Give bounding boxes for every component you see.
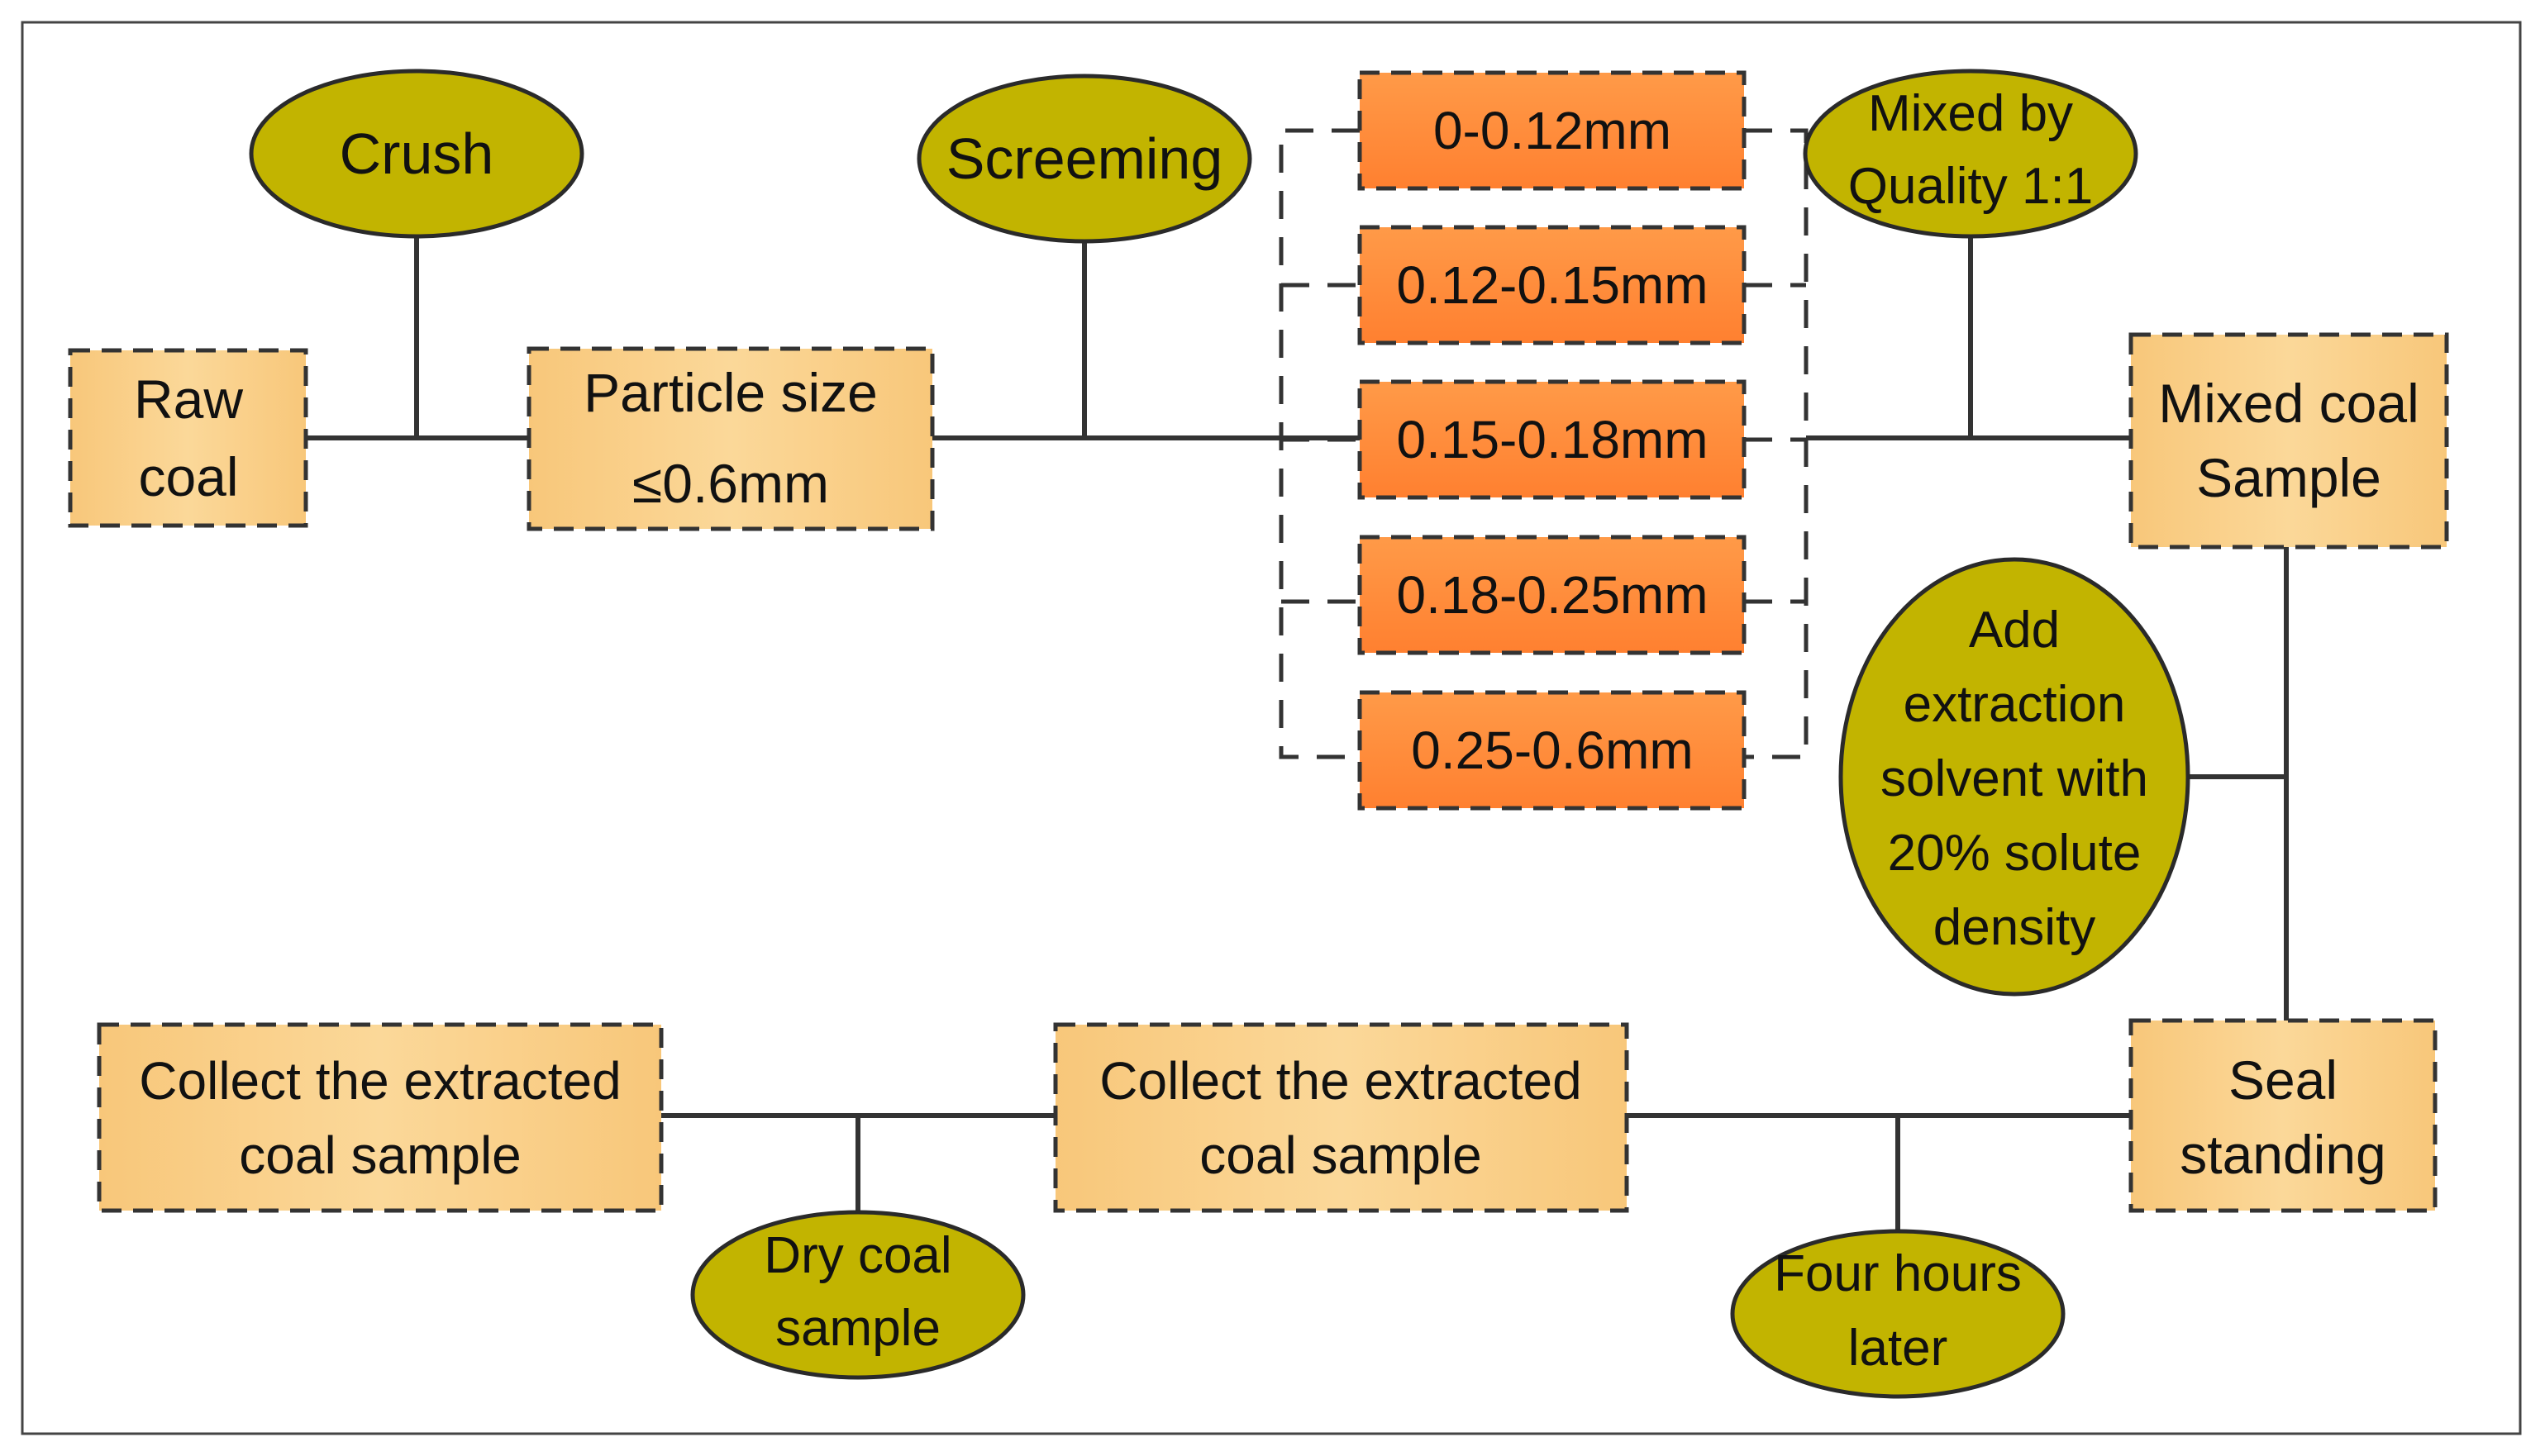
seal-standing-box: Seal standing [2128,1018,2438,1213]
collect-left-label-line1: Collect the extracted [139,1051,621,1111]
raw-coal-label-line2: coal [138,446,238,507]
raw-coal-box: Raw coal [68,348,308,528]
dry-coal-step: Dry coal sample [690,1210,1026,1380]
collect-middle-label-line1: Collect the extracted [1099,1051,1581,1111]
add-solvent-label-line2: extraction [1904,676,2126,733]
screening-step: Screeming [917,74,1252,244]
add-solvent-label-line3: solvent with [1880,750,2148,807]
particle-size-box: Particle size ≤0.6mm [527,346,935,531]
add-solvent-label-line4: 20% solute [1888,825,2142,882]
particle-size-label-line1: Particle size [584,362,878,423]
four-hours-label-line2: later [1848,1320,1948,1377]
dry-coal-label-line1: Dry coal [764,1227,951,1284]
mixed-by-quality-label-line1: Mixed by [1868,85,2073,142]
mixed-by-quality-label-line2: Quality 1:1 [1848,158,2093,215]
crush-label: Crush [340,121,494,186]
fraction-box-1: 0-0.12mm [1357,70,1747,191]
four-hours-label-line1: Four hours [1774,1245,2022,1302]
fraction-label-1: 0-0.12mm [1433,101,1671,160]
collect-left-label-line2: coal sample [239,1125,522,1185]
fraction-box-2: 0.12-0.15mm [1357,225,1747,345]
particle-size-label-line2: ≤0.6mm [632,453,829,514]
collect-sample-box-middle: Collect the extracted coal sample [1053,1022,1629,1213]
mixed-coal-sample-box: Mixed coal Sample [2128,332,2449,550]
crush-step: Crush [249,69,584,239]
mixed-coal-sample-label-line1: Mixed coal [2158,373,2419,434]
screening-label: Screeming [946,126,1223,191]
dry-coal-label-line2: sample [775,1300,941,1357]
seal-standing-label-line2: standing [2180,1124,2386,1185]
fraction-bracket [1279,128,1809,759]
add-solvent-label-line5: density [1933,899,2095,956]
fraction-box-5: 0.25-0.6mm [1357,690,1747,811]
four-hours-step: Four hours later [1730,1229,2066,1399]
add-solvent-label-line1: Add [1969,602,2060,659]
seal-standing-label-line1: Seal [2228,1049,2338,1111]
add-solvent-step: Add extraction solvent with 20% solute d… [1838,557,2190,997]
connectors [306,236,2289,1240]
fraction-box-3: 0.15-0.18mm [1357,379,1747,500]
mixed-coal-sample-label-line2: Sample [2196,447,2381,508]
fraction-label-5: 0.25-0.6mm [1411,721,1693,780]
mixed-by-quality-step: Mixed by Quality 1:1 [1803,69,2138,239]
fraction-label-3: 0.15-0.18mm [1396,410,1708,469]
collect-middle-label-line2: coal sample [1199,1125,1482,1185]
fraction-box-4: 0.18-0.25mm [1357,535,1747,655]
fraction-label-4: 0.18-0.25mm [1396,565,1708,625]
raw-coal-label-line1: Raw [134,369,243,430]
fraction-label-2: 0.12-0.15mm [1396,255,1708,315]
collect-sample-box-left: Collect the extracted coal sample [97,1022,664,1213]
